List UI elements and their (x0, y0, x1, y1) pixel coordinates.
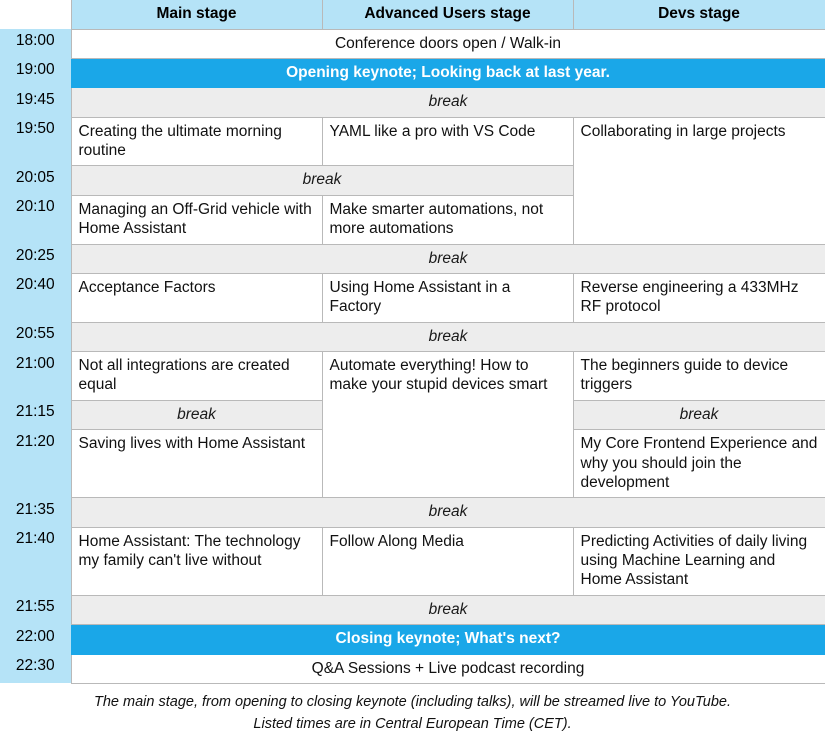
table-row: 20:05 break (0, 165, 825, 196)
table-row: 21:20 Saving lives with Home Assistant M… (0, 429, 825, 499)
time-label-2010: 20:10 (0, 195, 71, 244)
column-header-main-stage: Main stage (70, 0, 323, 30)
table-row: 21:15 break break (0, 399, 825, 431)
time-label-2025: 20:25 (0, 244, 71, 274)
session-offgrid-vehicle[interactable]: Managing an Off-Grid vehicle with Home A… (70, 194, 323, 245)
time-label-2115: 21:15 (0, 400, 71, 430)
session-family-cant-live-without[interactable]: Home Assistant: The technology my family… (70, 526, 323, 596)
table-row: 21:00 Not all integrations are created e… (0, 350, 825, 499)
session-doors-open[interactable]: Conference doors open / Walk-in (70, 28, 825, 59)
break-slot-2115-main: break (70, 399, 323, 431)
footnote-timezone: Listed times are in Central European Tim… (253, 716, 572, 733)
session-collaborating-large-projects[interactable]: Collaborating in large projects (572, 116, 825, 245)
time-label-1900: 19:00 (0, 58, 71, 88)
session-core-frontend[interactable]: My Core Frontend Experience and why you … (572, 429, 825, 499)
table-header: Main stage Advanced Users stage Devs sta… (0, 0, 825, 30)
session-qa-podcast[interactable]: Q&A Sessions + Live podcast recording (70, 653, 825, 684)
session-not-all-integrations[interactable]: Not all integrations are created equal (70, 351, 323, 401)
table-row: 19:50 Creating the ultimate morning rout… (0, 116, 825, 245)
time-label-2200: 22:00 (0, 624, 71, 654)
session-predicting-activities[interactable]: Predicting Activities of daily living us… (572, 526, 825, 596)
session-opening-keynote[interactable]: Opening keynote; Looking back at last ye… (70, 57, 825, 89)
session-acceptance-factors[interactable]: Acceptance Factors (70, 272, 323, 323)
table-row: 20:40 Acceptance Factors Using Home Assi… (0, 272, 825, 323)
break-slot-2025: break (70, 243, 825, 274)
time-label-2100: 21:00 (0, 351, 71, 401)
time-label-2230: 22:30 (0, 654, 71, 684)
time-label-1950: 19:50 (0, 117, 71, 166)
break-slot-2155: break (70, 594, 825, 626)
table-row: 19:00 Opening keynote; Looking back at l… (0, 57, 825, 89)
break-slot-2055: break (70, 321, 825, 353)
table-row: 20:10 Managing an Off-Grid vehicle with … (0, 194, 825, 245)
break-slot-2115-devs: break (572, 399, 825, 431)
column-header-advanced-users-stage: Advanced Users stage (321, 0, 574, 30)
break-slot-2005: break (70, 165, 574, 196)
schedule-footnotes: The main stage, from opening to closing … (0, 684, 825, 736)
table-row: 21:55 break (0, 594, 825, 626)
footnote-streaming: The main stage, from opening to closing … (94, 693, 731, 710)
table-row: 22:30 Q&A Sessions + Live podcast record… (0, 653, 825, 684)
session-device-triggers[interactable]: The beginners guide to device triggers (572, 351, 825, 401)
session-ha-in-factory[interactable]: Using Home Assistant in a Factory (321, 272, 574, 323)
table-body: 18:00 Conference doors open / Walk-in 19… (0, 28, 825, 684)
time-label-2140: 21:40 (0, 527, 71, 596)
header-row: Main stage Advanced Users stage Devs sta… (0, 0, 825, 30)
session-yaml-vscode[interactable]: YAML like a pro with VS Code (321, 116, 574, 167)
table-row: 19:45 break (0, 87, 825, 118)
time-label-2155: 21:55 (0, 595, 71, 625)
header-corner-cell (0, 0, 71, 29)
table-row: 20:25 break (0, 243, 825, 274)
table-row: 20:55 break (0, 321, 825, 353)
time-label-1945: 19:45 (0, 87, 71, 118)
time-label-2120: 21:20 (0, 429, 71, 498)
table-row: 18:00 Conference doors open / Walk-in (0, 28, 825, 59)
session-automate-everything[interactable]: Automate everything! How to make your st… (321, 350, 574, 499)
time-label-1800: 18:00 (0, 29, 71, 59)
time-label-2005: 20:05 (0, 165, 71, 196)
session-rf-433mhz[interactable]: Reverse engineering a 433MHz RF protocol (572, 272, 825, 323)
table-row: 21:35 break (0, 497, 825, 528)
time-label-2040: 20:40 (0, 273, 71, 323)
break-slot-1945: break (70, 87, 825, 118)
break-slot-2135: break (70, 497, 825, 528)
conference-schedule-table: Main stage Advanced Users stage Devs sta… (0, 0, 825, 684)
session-closing-keynote[interactable]: Closing keynote; What's next? (70, 624, 825, 655)
column-header-devs-stage: Devs stage (572, 0, 825, 30)
time-label-2135: 21:35 (0, 497, 71, 528)
table-row: 21:40 Home Assistant: The technology my … (0, 526, 825, 596)
session-saving-lives[interactable]: Saving lives with Home Assistant (70, 429, 323, 499)
table-row: 22:00 Closing keynote; What's next? (0, 624, 825, 655)
time-label-2055: 20:55 (0, 322, 71, 352)
session-follow-along-media[interactable]: Follow Along Media (321, 526, 574, 596)
session-smarter-automations[interactable]: Make smarter automations, not more autom… (321, 194, 574, 245)
session-morning-routine[interactable]: Creating the ultimate morning routine (70, 116, 323, 167)
